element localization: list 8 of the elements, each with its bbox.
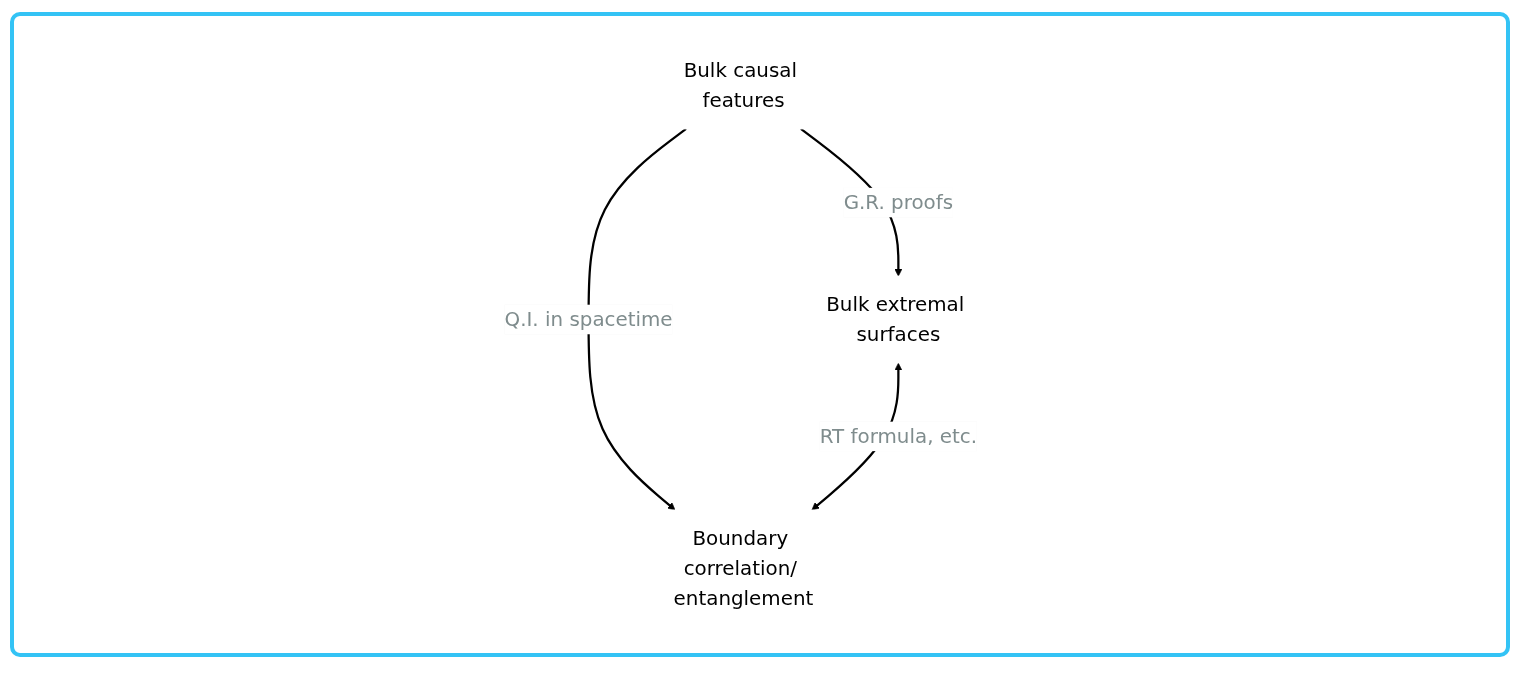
edge-label: Q.I. in spacetime [504,308,673,331]
edge-label: G.R. proofs [843,191,953,214]
edge-label: RT formula, etc. [819,425,977,448]
node-text: Bulk extremal surfaces [826,293,965,346]
node-text: Boundary correlation/ entanglement [673,527,814,610]
frame-border: G.R. proofs Q.I. in spacetime RT formula, etc. Bulk causal features Bulk extremal surfaces Boundary correlation/ entanglement [10,12,1510,657]
node-text: Bulk causal features [683,59,797,112]
arrow [587,128,687,511]
